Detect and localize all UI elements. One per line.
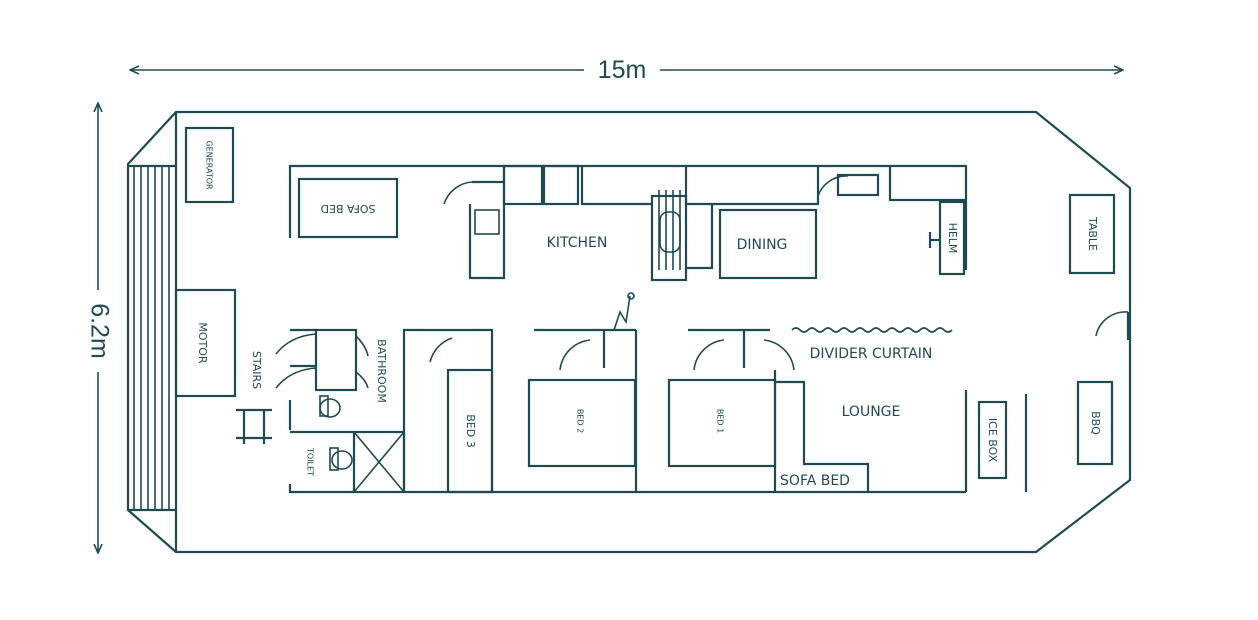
bed-3 xyxy=(402,328,494,494)
helm-label: HELM xyxy=(946,223,959,254)
stern-steps xyxy=(128,112,178,552)
toilet-label: TOILET xyxy=(306,447,315,476)
bed-1 xyxy=(667,328,795,492)
width-dimension: 15m xyxy=(131,56,1122,84)
generator-box xyxy=(184,126,235,204)
generator-label: GENERATOR xyxy=(205,140,214,190)
dining-label: DINING xyxy=(737,237,788,253)
kitchen-area xyxy=(443,164,820,282)
height-label: 6.2m xyxy=(85,303,113,359)
bed-3-label: BED 3 xyxy=(464,414,477,447)
table-label: TABLE xyxy=(1086,216,1099,251)
dining-table xyxy=(718,208,818,280)
bed-2 xyxy=(527,292,638,492)
sofa-bed-top xyxy=(297,177,399,239)
ice-box-label: ICE BOX xyxy=(986,418,999,463)
divider-curtain xyxy=(791,327,953,333)
bathroom-label: BATHROOM xyxy=(375,339,388,403)
motor-label: MOTOR xyxy=(196,322,209,364)
sofa-bed-bottom-label: SOFA BED xyxy=(780,473,850,489)
stairs xyxy=(236,328,317,444)
lounge-label: LOUNGE xyxy=(842,404,901,420)
helm-box xyxy=(938,200,966,276)
dining-bench xyxy=(686,204,714,270)
height-dimension: 6.2m xyxy=(85,104,113,552)
bbq-box xyxy=(1076,380,1114,466)
width-label: 15m xyxy=(598,56,647,84)
bow-door-arc xyxy=(1095,311,1129,337)
divider-curtain-label: DIVIDER CURTAIN xyxy=(810,346,933,362)
helm-bench xyxy=(888,166,966,202)
bathroom xyxy=(288,328,404,434)
bed-2-label: BED 2 xyxy=(576,409,585,433)
kitchen-label: KITCHEN xyxy=(547,235,608,251)
sofa-bed-top-label: SOFA BED xyxy=(321,202,376,215)
upper-cabin-wall xyxy=(288,164,968,270)
table-box xyxy=(1068,193,1116,275)
bbq-label: BBQ xyxy=(1089,411,1102,435)
ice-box xyxy=(977,400,1008,480)
helm-console xyxy=(836,173,880,197)
bed-1-label: BED 1 xyxy=(716,409,725,433)
sofa-bed-bottom xyxy=(775,380,870,492)
motor-box xyxy=(174,288,237,398)
stairs-label: STAIRS xyxy=(250,351,263,389)
hull-outline xyxy=(126,110,1132,554)
helm-door-arc xyxy=(817,175,849,197)
